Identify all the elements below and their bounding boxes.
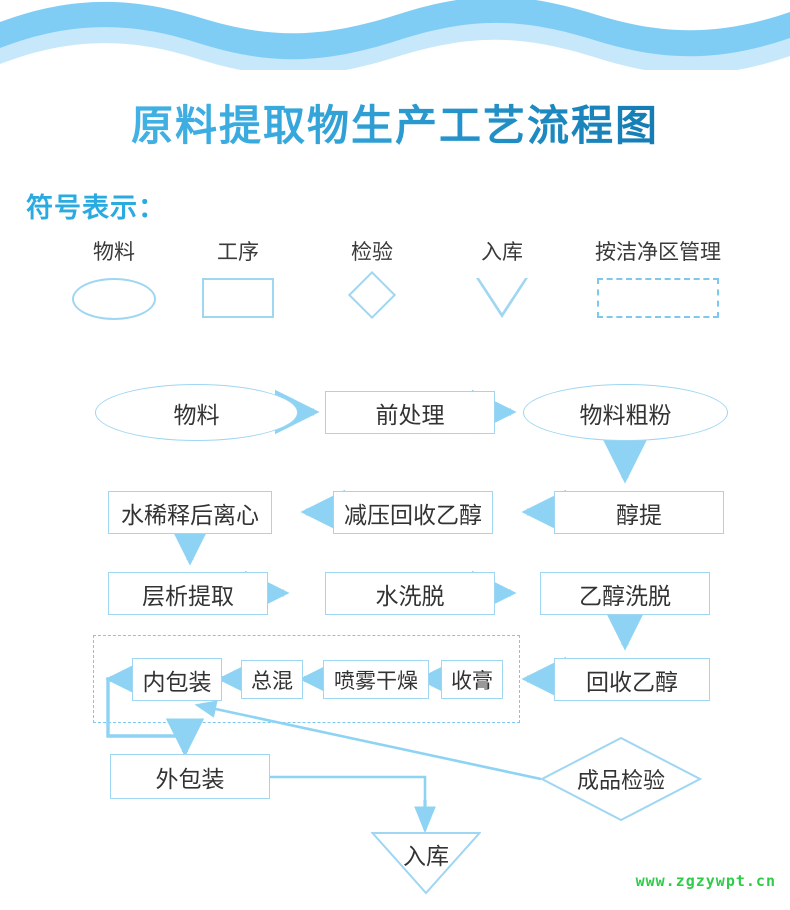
- header-wave-decoration: [0, 0, 790, 70]
- node-finished-product-inspection[interactable]: 成品检验: [540, 736, 702, 822]
- node-chromatography-extraction[interactable]: 层析提取: [108, 572, 268, 615]
- node-material[interactable]: 物料: [95, 384, 298, 441]
- node-ethanol-extraction[interactable]: 醇提: [554, 491, 724, 534]
- legend-item-material: 物料: [58, 240, 170, 320]
- triangle-down-icon: [476, 278, 528, 318]
- diamond-icon: [540, 736, 702, 822]
- node-water-elution[interactable]: 水洗脱: [325, 572, 495, 615]
- node-blending[interactable]: 总混: [241, 660, 303, 699]
- node-water-dilute-centrifuge[interactable]: 水稀释后离心: [108, 491, 272, 534]
- legend-heading: 符号表示：: [26, 193, 166, 223]
- legend-item-process: 工序: [188, 240, 288, 320]
- dashed-rectangle-icon: [597, 278, 719, 318]
- node-vacuum-ethanol-recovery[interactable]: 减压回收乙醇: [333, 491, 493, 534]
- edge-outer-packaging-to-warehousing: [270, 775, 436, 834]
- legend-label-process: 工序: [217, 241, 259, 264]
- legend-label-material: 物料: [93, 241, 135, 264]
- legend-item-inspection: 检验: [322, 240, 422, 320]
- node-finished-product-inspection-label: 成品检验: [576, 768, 665, 793]
- diamond-icon: [347, 270, 397, 320]
- node-ethanol-recovery[interactable]: 回收乙醇: [554, 658, 710, 701]
- page-title: 原料提取物生产工艺流程图: [0, 92, 790, 153]
- node-warehousing[interactable]: 入库: [370, 831, 482, 895]
- node-pretreatment[interactable]: 前处理: [325, 391, 495, 434]
- node-spray-drying[interactable]: 喷雾干燥: [323, 660, 429, 699]
- legend-shape-process: [188, 278, 288, 320]
- site-watermark: www.zgzywpt.cn: [635, 872, 776, 890]
- ellipse-icon: [72, 278, 156, 320]
- node-outer-packaging[interactable]: 外包装: [110, 754, 270, 799]
- legend-label-inspection: 检验: [351, 241, 393, 264]
- legend-shape-warehousing: [452, 278, 552, 320]
- legend-shape-material: [58, 278, 170, 320]
- legend-shape-clean-zone: [570, 278, 746, 320]
- node-inner-packaging[interactable]: 内包装: [132, 658, 222, 701]
- legend-shape-inspection: [322, 270, 422, 320]
- legend-label-clean-zone: 按洁净区管理: [595, 241, 721, 264]
- legend-item-warehousing: 入库: [452, 240, 552, 320]
- node-warehousing-label: 入库: [403, 843, 449, 869]
- wave-dark-band: [0, 0, 790, 60]
- node-coarse-powder[interactable]: 物料粗粉: [523, 384, 728, 441]
- node-paste-collection[interactable]: 收膏: [441, 660, 503, 699]
- rectangle-icon: [202, 278, 274, 318]
- legend-label-warehousing: 入库: [481, 241, 523, 264]
- legend-item-clean-zone: 按洁净区管理: [570, 240, 746, 320]
- node-ethanol-elution[interactable]: 乙醇洗脱: [540, 572, 710, 615]
